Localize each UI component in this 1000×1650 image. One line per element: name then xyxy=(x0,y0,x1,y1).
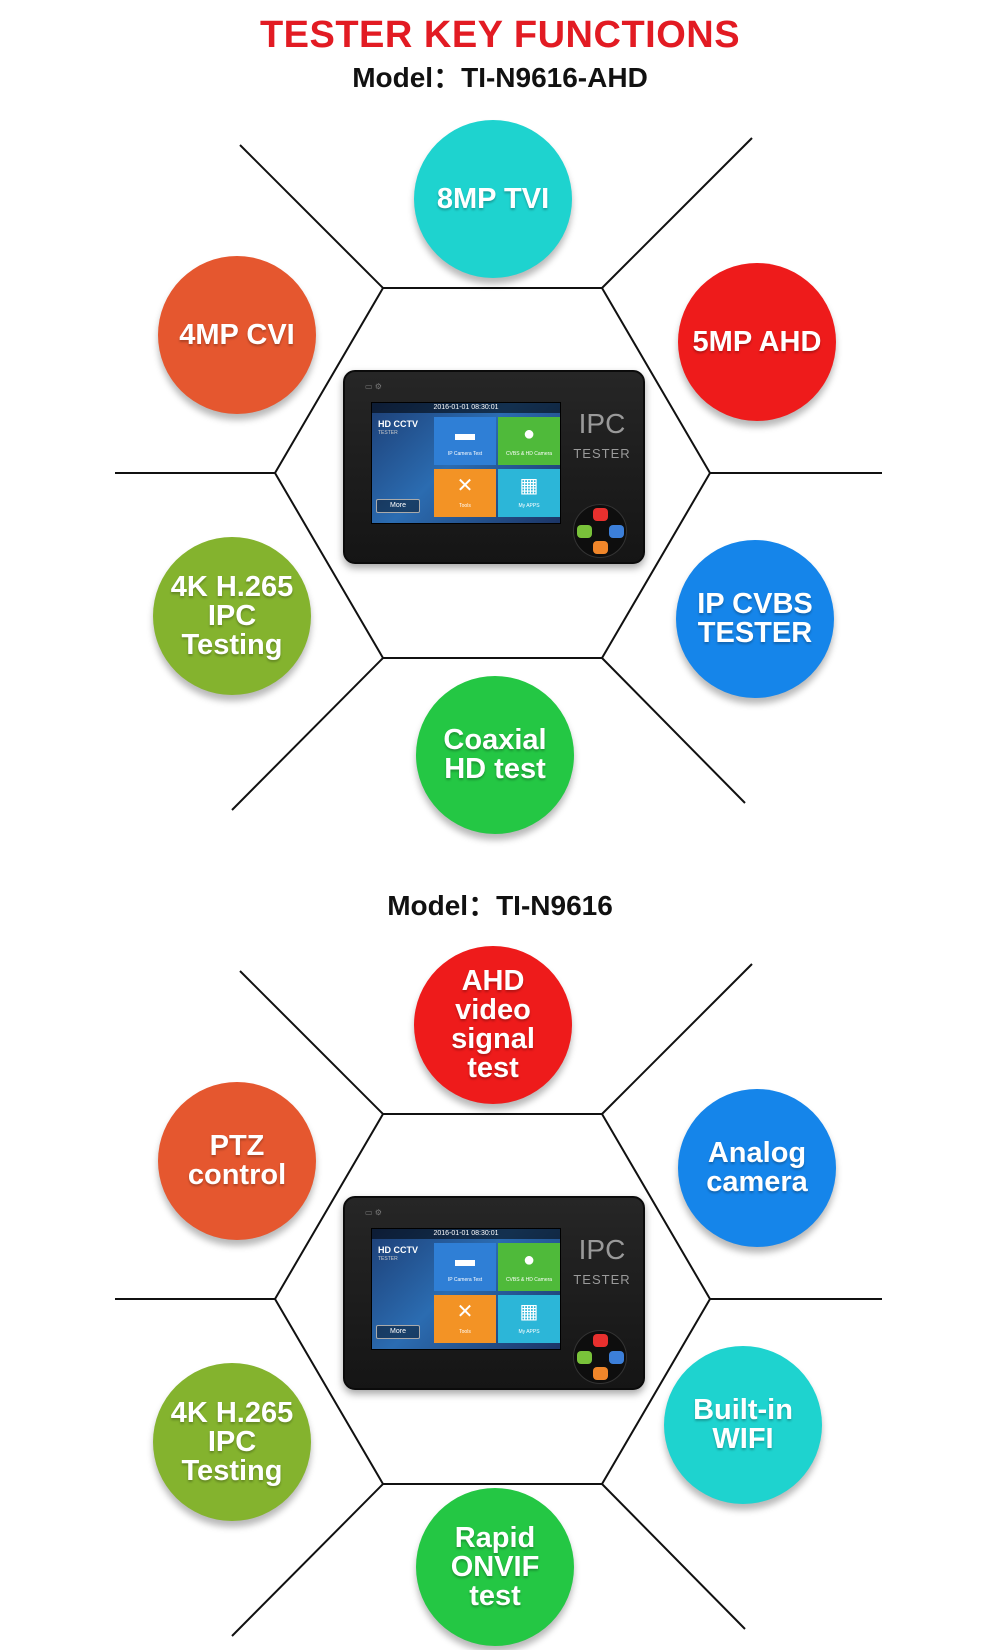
tester-device: ▭ ⚙ 2016-01-01 08:30:01 HD CCTV TESTER M… xyxy=(343,370,645,564)
page-title: TESTER KEY FUNCTIONS xyxy=(259,14,741,56)
device-brand-sub: TESTER xyxy=(378,430,398,436)
device-status-bar: 2016-01-01 08:30:01 xyxy=(372,403,560,413)
device-indicator: ▭ ⚙ xyxy=(365,382,382,391)
hexagon-lines xyxy=(115,963,882,1637)
hexagon-lines xyxy=(115,137,882,811)
feature-bubble-lower-left: 4K H.265 IPC Testing xyxy=(153,537,311,695)
tile-label: CVBS & HD Camera xyxy=(505,1277,553,1283)
device-ipc-logo: IPC xyxy=(578,408,626,439)
menu-icon[interactable] xyxy=(577,1351,592,1364)
camera-icon: ▬ xyxy=(455,423,475,445)
feature-bubble-upper-left: PTZ control xyxy=(158,1082,316,1240)
feature-bubble-top: 8MP TVI xyxy=(414,120,572,278)
tile-label: IP Camera Test xyxy=(447,1277,483,1283)
feature-bubble-upper-left: 4MP CVI xyxy=(158,256,316,414)
feature-bubble-bottom: Rapid ONVIF test xyxy=(416,1488,574,1646)
camera-icon: ▬ xyxy=(455,1249,475,1271)
tile-cvbs-camera[interactable]: ● CVBS & HD Camera xyxy=(498,1243,560,1291)
tile-ip-camera[interactable]: ▬ IP Camera Test xyxy=(434,1243,496,1291)
menu-icon[interactable] xyxy=(577,525,592,538)
device-brand: HD CCTV xyxy=(378,419,418,429)
tile-label: My APPS xyxy=(518,1329,540,1335)
enter-icon[interactable] xyxy=(593,541,608,554)
feature-bubble-top: AHD video signal test xyxy=(414,946,572,1104)
device-indicator: ▭ ⚙ xyxy=(365,1208,382,1217)
device-keypad xyxy=(573,1330,627,1384)
feature-bubble-upper-right: 5MP AHD xyxy=(678,263,836,421)
more-button[interactable]: More xyxy=(376,1325,420,1339)
tile-label: My APPS xyxy=(518,503,540,509)
dome-camera-icon: ● xyxy=(522,423,536,445)
device-status-bar: 2016-01-01 08:30:01 xyxy=(372,1229,560,1239)
device-brand: HD CCTV xyxy=(378,1245,418,1255)
tile-my-apps[interactable]: ▦ My APPS xyxy=(498,469,560,517)
device-screen: 2016-01-01 08:30:01 HD CCTV TESTER More … xyxy=(371,1228,561,1350)
tools-icon: ✕ xyxy=(456,475,474,497)
device-keypad xyxy=(573,504,627,558)
tester-device: ▭ ⚙ 2016-01-01 08:30:01 HD CCTV TESTER M… xyxy=(343,1196,645,1390)
feature-section-2: AHD video signal test PTZ control Analog… xyxy=(0,946,1000,1646)
enter-icon[interactable] xyxy=(593,1367,608,1380)
device-tester-label: TESTER xyxy=(573,446,631,461)
tile-label: Tools xyxy=(459,1329,471,1335)
tile-cvbs-camera[interactable]: ● CVBS & HD Camera xyxy=(498,417,560,465)
power-icon[interactable] xyxy=(593,508,608,521)
back-icon[interactable] xyxy=(609,1351,624,1364)
tile-ip-camera[interactable]: ▬ IP Camera Test xyxy=(434,417,496,465)
device-screen: 2016-01-01 08:30:01 HD CCTV TESTER More … xyxy=(371,402,561,524)
power-icon[interactable] xyxy=(593,1334,608,1347)
back-icon[interactable] xyxy=(609,525,624,538)
device-tester-label: TESTER xyxy=(573,1272,631,1287)
more-button[interactable]: More xyxy=(376,499,420,513)
feature-bubble-lower-right: IP CVBS TESTER xyxy=(676,540,834,698)
device-brand-sub: TESTER xyxy=(378,1256,398,1262)
feature-bubble-bottom: Coaxial HD test xyxy=(416,676,574,834)
feature-bubble-upper-right: Analog camera xyxy=(678,1089,836,1247)
tile-my-apps[interactable]: ▦ My APPS xyxy=(498,1295,560,1343)
tile-label: IP Camera Test xyxy=(447,451,483,457)
dome-camera-icon: ● xyxy=(522,1249,536,1271)
feature-bubble-lower-right: Built-in WIFI xyxy=(664,1346,822,1504)
apps-grid-icon: ▦ xyxy=(519,1301,539,1323)
feature-bubble-lower-left: 4K H.265 IPC Testing xyxy=(153,1363,311,1521)
tile-tools[interactable]: ✕ Tools xyxy=(434,469,496,517)
tile-label: CVBS & HD Camera xyxy=(505,451,553,457)
apps-grid-icon: ▦ xyxy=(519,475,539,497)
model-label-2: Model：TI-N9616 xyxy=(387,890,613,921)
tile-tools[interactable]: ✕ Tools xyxy=(434,1295,496,1343)
device-ipc-logo: IPC xyxy=(578,1234,626,1265)
feature-section-1: 8MP TVI 4MP CVI 5MP AHD 4K H.265 IPC Tes… xyxy=(0,120,1000,834)
model-label-1: Model：TI-N9616-AHD xyxy=(352,62,648,93)
tools-icon: ✕ xyxy=(456,1301,474,1323)
tile-label: Tools xyxy=(459,503,471,509)
